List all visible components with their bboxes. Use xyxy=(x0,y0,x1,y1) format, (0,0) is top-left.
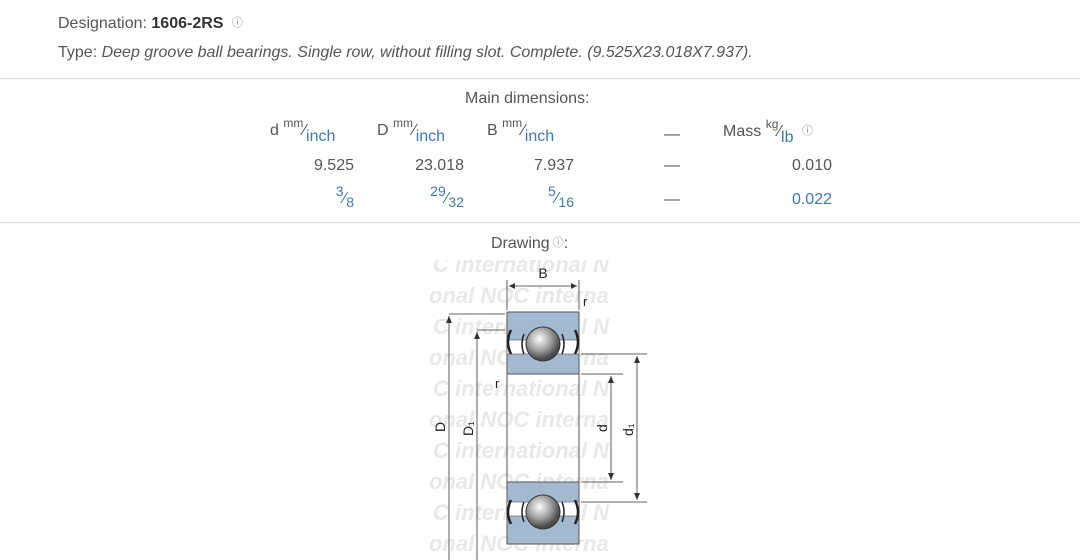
designation-value: 1606-2RS xyxy=(151,15,224,32)
label-d1: d₁ xyxy=(620,423,636,436)
watermark-line: C international N xyxy=(433,260,610,277)
ball-top xyxy=(525,326,561,362)
value-B-inch: 5⁄16 xyxy=(547,183,574,210)
watermark-line: C international N xyxy=(433,376,610,401)
col-header-B: B mm⁄inch xyxy=(487,116,555,145)
col-header-dash: — xyxy=(664,126,680,143)
value-D-mm: 23.018 xyxy=(415,157,464,174)
designation: Designation: 1606-2RS ⓘ xyxy=(58,14,243,33)
value-d-inch: 3⁄8 xyxy=(335,183,354,210)
label-B: B xyxy=(538,265,547,281)
mass-info-icon[interactable]: ⓘ xyxy=(801,125,813,137)
divider xyxy=(0,78,1080,79)
label-d: d xyxy=(594,424,610,432)
label-D1: D₁ xyxy=(460,421,476,436)
watermark-line: onal NOC interna xyxy=(429,283,609,308)
ball-bottom xyxy=(525,494,561,530)
value-dash-mm: — xyxy=(664,157,680,174)
drawing-info-icon[interactable]: ⓘ xyxy=(552,237,564,249)
col-header-d: d mm⁄inch xyxy=(270,116,336,145)
designation-label: Designation: xyxy=(58,15,147,32)
bearing-svg: C international N onal NOC interna C inter… xyxy=(429,260,647,560)
label-D: D xyxy=(432,422,448,432)
label-r-mid: r xyxy=(495,376,500,391)
value-D-inch: 29⁄32 xyxy=(430,183,464,210)
watermark-line: onal NOC interna xyxy=(429,407,609,432)
label-r-top: r xyxy=(583,294,588,309)
type-label: Type: xyxy=(58,44,98,61)
value-d-mm: 9.525 xyxy=(313,157,354,174)
type-line: Type: Deep groove ball bearings. Single … xyxy=(58,44,753,62)
watermark-line: C international N xyxy=(433,438,610,463)
divider xyxy=(0,222,1080,223)
main-dimensions-title: Main dimensions: xyxy=(465,90,590,107)
value-mass-lb: 0.022 xyxy=(791,191,832,208)
type-value: Deep groove ball bearings. Single row, w… xyxy=(101,44,753,61)
value-dash-inch: — xyxy=(664,191,680,208)
col-header-D: D mm⁄inch xyxy=(377,116,446,145)
value-B-mm: 7.937 xyxy=(533,157,574,174)
col-header-mass: Mass kg⁄lb ⓘ xyxy=(723,117,813,146)
value-mass-kg: 0.010 xyxy=(791,157,832,174)
info-icon[interactable]: ⓘ xyxy=(231,17,243,29)
bearing-drawing: C international N onal NOC interna C inter… xyxy=(425,260,655,560)
